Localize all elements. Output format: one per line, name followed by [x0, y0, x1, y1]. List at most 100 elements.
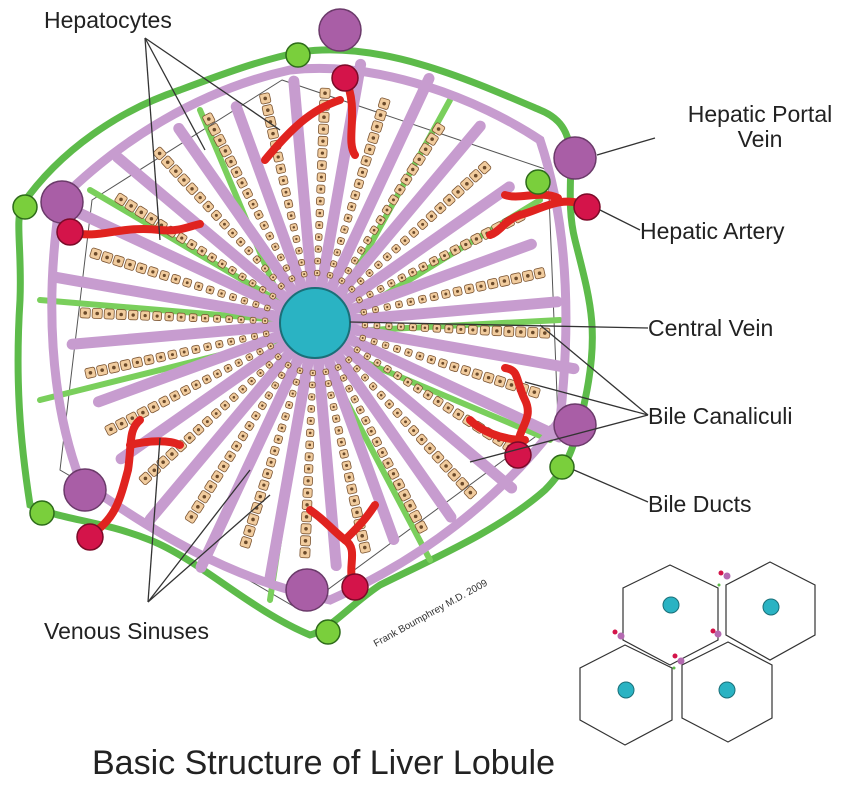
- hepatocyte-nucleus: [437, 400, 440, 403]
- hepatocyte-nucleus: [288, 404, 290, 406]
- hepatocyte-nucleus: [239, 241, 242, 244]
- hepatocyte-nucleus: [430, 137, 434, 141]
- hepatocyte-nucleus: [94, 252, 98, 256]
- hepatocyte-nucleus: [229, 455, 232, 458]
- hepatocyte-nucleus: [221, 263, 224, 266]
- hepatocyte-nucleus: [427, 394, 430, 397]
- figure-title: Basic Structure of Liver Lobule: [92, 744, 555, 783]
- inset-portal-vein: [678, 658, 685, 665]
- hepatocyte-nucleus: [381, 451, 384, 454]
- hepatocyte-nucleus: [255, 414, 258, 417]
- hepatocyte-nucleus: [447, 198, 450, 201]
- hepatocyte-nucleus: [241, 276, 243, 278]
- central-vein: [280, 288, 350, 358]
- hepatocyte-nucleus: [456, 190, 460, 194]
- hepatocyte-nucleus: [211, 256, 214, 259]
- hepatocyte-nucleus: [388, 325, 390, 327]
- hepatocyte-nucleus: [192, 316, 195, 319]
- hepatocyte-nucleus: [340, 441, 343, 444]
- inset-central-vein: [763, 599, 779, 615]
- hepatocyte-nucleus: [308, 455, 311, 458]
- hepatocyte-nucleus: [337, 366, 339, 368]
- hepatocyte-nucleus: [243, 300, 245, 302]
- hepatocyte-nucleus: [411, 168, 414, 171]
- hepatocyte-nucleus: [195, 348, 198, 351]
- hepatocyte-nucleus: [396, 412, 399, 415]
- hepatocyte-nucleus: [285, 191, 288, 194]
- hepatocyte-nucleus: [368, 148, 371, 151]
- hepatocyte-nucleus: [483, 329, 486, 332]
- hepatocyte-nucleus: [382, 102, 386, 106]
- hepatocyte-nucleus: [531, 331, 535, 335]
- label-central-vein: Central Vein: [648, 316, 773, 341]
- hepatocyte-nucleus: [323, 91, 327, 95]
- hepatocyte-nucleus: [322, 127, 326, 131]
- portal-vein-node: [41, 181, 83, 223]
- hepatocyte-nucleus: [386, 306, 388, 308]
- hepatocyte-nucleus: [232, 296, 234, 298]
- hepatocyte-nucleus: [447, 406, 450, 409]
- hepatocyte-nucleus: [303, 551, 307, 555]
- hepatocyte-nucleus: [475, 237, 478, 240]
- hepatocyte-nucleus: [282, 179, 285, 182]
- hepatocyte-nucleus: [159, 356, 162, 359]
- hepatocyte-nucleus: [248, 249, 250, 251]
- hepatocyte-nucleus: [401, 276, 403, 278]
- hepatocyte-nucleus: [419, 525, 423, 529]
- hepatocyte-nucleus: [357, 182, 360, 185]
- hepatocyte-nucleus: [396, 374, 398, 376]
- hepatocyte-nucleus: [266, 108, 270, 112]
- hepatocyte-nucleus: [456, 290, 459, 293]
- hepatocyte-nucleus: [279, 167, 282, 170]
- hepatocyte-nucleus: [305, 503, 308, 506]
- hepatocyte-nucleus: [268, 364, 270, 366]
- hepatocyte-nucleus: [359, 409, 361, 411]
- hepatocyte-nucleus: [432, 260, 435, 263]
- label-hepatic-portal-vein-line1: Hepatic Portal: [660, 102, 860, 127]
- hepatocyte-nucleus: [112, 366, 116, 370]
- hepatocyte-nucleus: [188, 436, 191, 439]
- hepatocyte-nucleus: [207, 205, 210, 208]
- hepatocyte-nucleus: [280, 285, 282, 287]
- hepatocyte-nucleus: [347, 217, 350, 220]
- inset-portal-vein: [715, 631, 722, 638]
- hepatocyte-nucleus: [362, 337, 364, 339]
- hepatocyte-nucleus: [246, 192, 249, 195]
- hepatocyte-nucleus: [439, 207, 442, 210]
- hepatocyte-nucleus: [345, 464, 348, 467]
- portal-vein-node: [286, 569, 328, 611]
- hepatocyte-nucleus: [318, 236, 320, 238]
- hepatic-artery-node: [77, 524, 103, 550]
- bile-duct-node: [286, 43, 310, 67]
- hepatocyte-nucleus: [526, 274, 530, 278]
- hepatocyte-nucleus: [364, 159, 367, 162]
- hepatocyte-nucleus: [150, 217, 154, 221]
- hepatocyte-nucleus: [319, 188, 322, 191]
- hepatocyte-nucleus: [364, 376, 366, 378]
- bile-duct-node: [316, 620, 340, 644]
- hepatocyte-nucleus: [312, 372, 314, 374]
- hepatocyte-nucleus: [273, 449, 276, 452]
- hepatocyte-nucleus: [475, 372, 478, 375]
- hepatocyte-nucleus: [263, 97, 267, 101]
- inset-central-vein: [719, 682, 735, 698]
- inset-central-vein: [663, 597, 679, 613]
- hepatocyte-nucleus: [340, 240, 342, 242]
- hepatocyte-nucleus: [360, 249, 362, 251]
- hepatic-artery-node: [574, 194, 600, 220]
- hepatocyte-nucleus: [272, 276, 274, 278]
- hepatocyte-nucleus: [144, 314, 147, 317]
- hepatocyte-nucleus: [287, 203, 290, 206]
- hepatocyte-nucleus: [209, 289, 212, 292]
- hepatocyte-nucleus: [216, 372, 219, 375]
- hepatocyte-nucleus: [406, 381, 409, 384]
- hepatocyte-nucleus: [163, 274, 166, 277]
- hepatocyte-nucleus: [379, 113, 383, 117]
- inset-central-vein: [618, 682, 634, 698]
- hepatocyte-nucleus: [336, 251, 338, 253]
- inset-bile-duct: [673, 667, 676, 670]
- hepatocyte-nucleus: [390, 282, 392, 284]
- hepatocyte-nucleus: [216, 317, 218, 319]
- hepatocyte-nucleus: [414, 515, 418, 519]
